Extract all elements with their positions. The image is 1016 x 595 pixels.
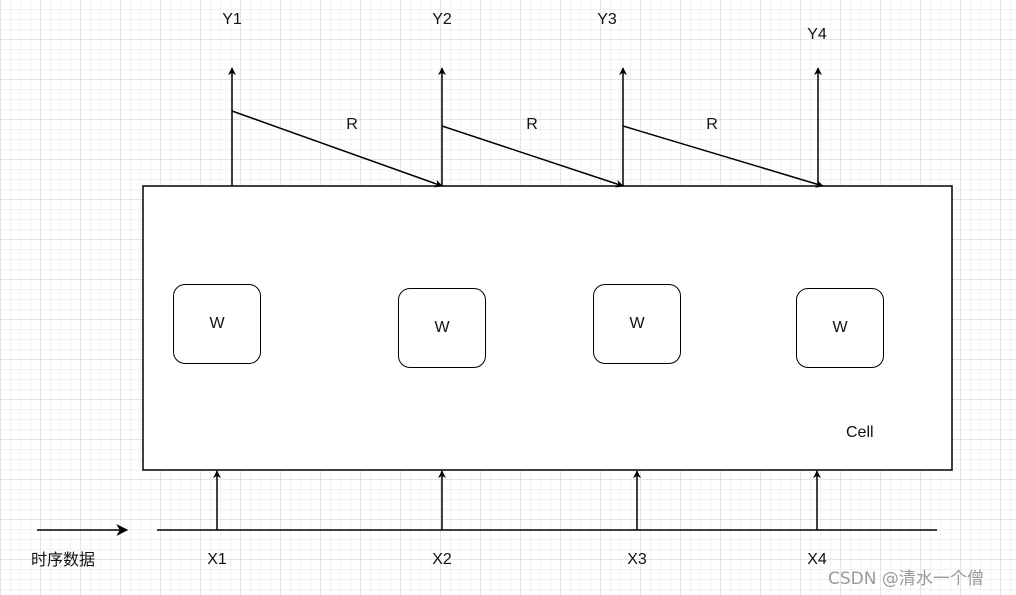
- output-label-y2: Y2: [432, 11, 452, 28]
- timeline-label: 时序数据: [31, 550, 96, 569]
- recurrent-label-3: R: [706, 116, 718, 133]
- output-label-y3: Y3: [597, 11, 617, 28]
- input-label-x2: X2: [432, 551, 452, 568]
- weight-label: W: [209, 315, 225, 332]
- weight-label: W: [434, 319, 450, 336]
- weight-box-1: W: [173, 284, 261, 364]
- input-label-x3: X3: [627, 551, 647, 568]
- recurrent-label-1: R: [346, 116, 358, 133]
- recurrent-arrow-3: [622, 125, 824, 188]
- weight-label: W: [629, 315, 645, 332]
- weight-box-4: W: [796, 288, 884, 368]
- input-label-x1: X1: [207, 551, 227, 568]
- output-label-y4: Y4: [807, 26, 827, 43]
- weight-label: W: [832, 319, 848, 336]
- recurrent-label-2: R: [526, 116, 538, 133]
- recurrent-arrow-2: [441, 125, 624, 188]
- recurrent-arrow-1: [231, 110, 443, 188]
- weight-box-2: W: [398, 288, 486, 368]
- cell-label: Cell: [846, 424, 874, 441]
- output-label-y1: Y1: [222, 11, 242, 28]
- weight-box-3: W: [593, 284, 681, 364]
- watermark: CSDN @清水一个僧: [828, 569, 984, 589]
- input-label-x4: X4: [807, 551, 827, 568]
